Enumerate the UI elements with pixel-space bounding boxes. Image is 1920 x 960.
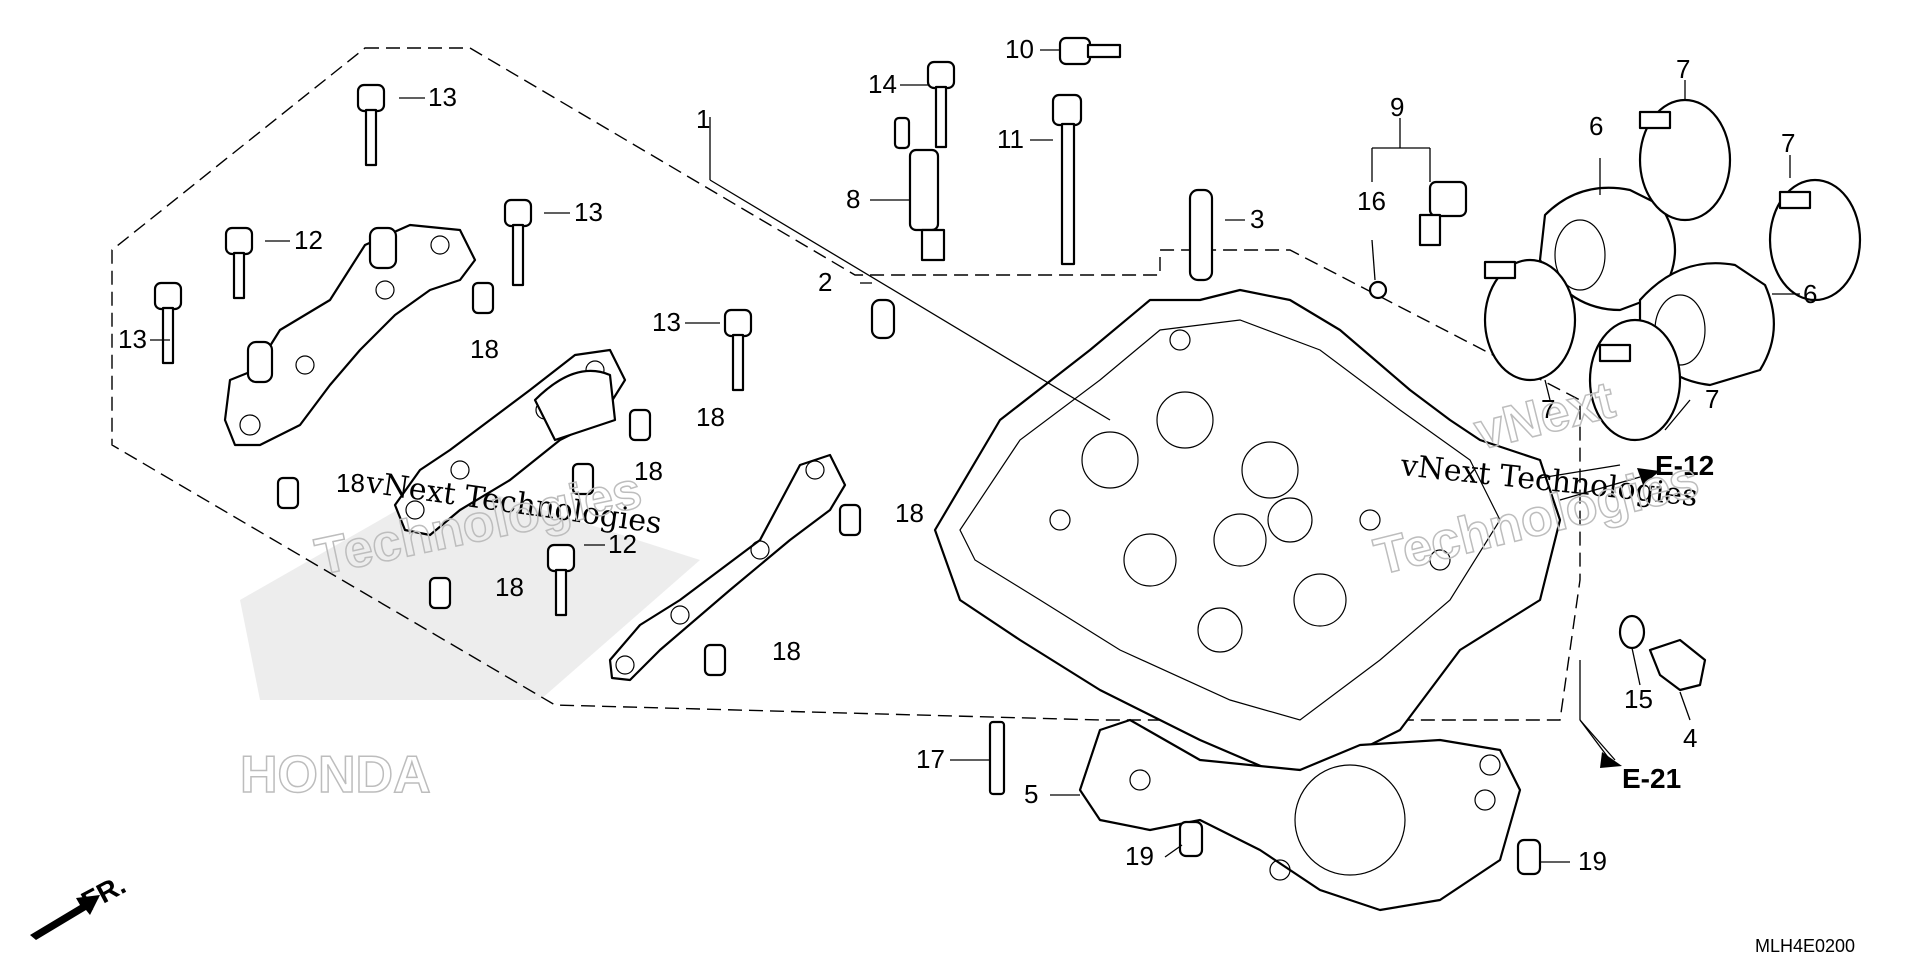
callout-19-a: 19 [1125, 841, 1154, 871]
callout-13-b: 13 [574, 197, 603, 227]
callout-18-d: 18 [634, 456, 663, 486]
clamp-7-d[interactable] [1588, 318, 1682, 442]
callout-labels: 1 2 3 4 5 6 6 7 7 7 7 8 9 10 11 12 12 13… [118, 34, 1817, 876]
callout-18-e: 18 [895, 498, 924, 528]
callout-13-d: 13 [652, 307, 681, 337]
temperature-sensor-9[interactable] [1368, 180, 1468, 300]
washer-15[interactable] [1618, 614, 1646, 650]
bolt-14[interactable] [926, 60, 956, 149]
callout-4: 4 [1683, 723, 1697, 753]
bolt-10[interactable] [1058, 36, 1122, 66]
leader-lines [150, 49, 1800, 863]
dowel-pins-19[interactable] [1178, 820, 1542, 876]
callout-6-b: 6 [1803, 279, 1817, 309]
front-arrow-icon [30, 895, 100, 940]
callout-13-c: 13 [118, 324, 147, 354]
reference-e21: E-21 [1622, 763, 1681, 794]
callout-18-b: 18 [696, 402, 725, 432]
callout-9: 9 [1390, 92, 1404, 122]
callout-5: 5 [1024, 779, 1038, 809]
callout-12-b: 12 [608, 529, 637, 559]
callout-18-c: 18 [336, 468, 365, 498]
honda-logo-watermark: HONDA [239, 480, 700, 805]
callout-10: 10 [1005, 34, 1034, 64]
callout-18-a: 18 [470, 334, 499, 364]
stud-2[interactable] [870, 298, 896, 340]
callout-6-a: 6 [1589, 111, 1603, 141]
cam-holder-middle[interactable] [393, 348, 627, 537]
watermark-text-4: vNext [1469, 371, 1620, 462]
callout-7-d: 7 [1705, 384, 1719, 414]
diagram-code: MLH4E0200 [1755, 936, 1855, 956]
callout-18-f: 18 [495, 572, 524, 602]
bolt-12-a[interactable] [224, 226, 254, 300]
sleeve-3[interactable] [1188, 188, 1214, 282]
callout-16: 16 [1357, 186, 1386, 216]
callout-15: 15 [1624, 684, 1653, 714]
clamp-7-b[interactable] [1768, 178, 1862, 302]
stud-bolt-17[interactable] [988, 720, 1006, 796]
cam-holder-right[interactable] [608, 453, 847, 682]
plug-4[interactable] [1648, 638, 1707, 692]
bolt-11[interactable] [1051, 93, 1083, 266]
callout-13-a: 13 [428, 82, 457, 112]
cylinder-head[interactable] [933, 288, 1562, 772]
callout-18-g: 18 [772, 636, 801, 666]
callout-2: 2 [818, 267, 832, 297]
callout-7-c: 7 [1541, 394, 1555, 424]
cam-holder-left[interactable] [223, 223, 477, 447]
bolt-13-c[interactable] [153, 281, 183, 365]
bolt-12-b[interactable] [546, 543, 576, 617]
bolt-13-b[interactable] [503, 198, 533, 287]
callout-7-b: 7 [1781, 128, 1795, 158]
bolt-13-a[interactable] [356, 83, 386, 167]
reference-arrows [1559, 468, 1660, 768]
spark-plug-8[interactable] [893, 116, 946, 262]
clamp-7-a[interactable] [1638, 98, 1732, 222]
group-outline-1 [111, 47, 1581, 721]
callout-17: 17 [916, 744, 945, 774]
clamp-7-c[interactable] [1483, 258, 1577, 382]
reference-e12: E-12 [1655, 450, 1714, 481]
callout-12-a: 12 [294, 225, 323, 255]
callout-1: 1 [696, 104, 710, 134]
honda-brand-text: HONDA [240, 746, 431, 804]
callout-19-b: 19 [1578, 846, 1607, 876]
callout-3: 3 [1250, 204, 1264, 234]
bolt-13-d[interactable] [723, 308, 753, 392]
front-direction-indicator: FR. [30, 869, 131, 940]
callout-8: 8 [846, 184, 860, 214]
dowel-pins-18[interactable] [276, 281, 862, 677]
callout-11: 11 [997, 124, 1024, 154]
callout-14: 14 [868, 69, 897, 99]
callout-7-a: 7 [1676, 54, 1690, 84]
